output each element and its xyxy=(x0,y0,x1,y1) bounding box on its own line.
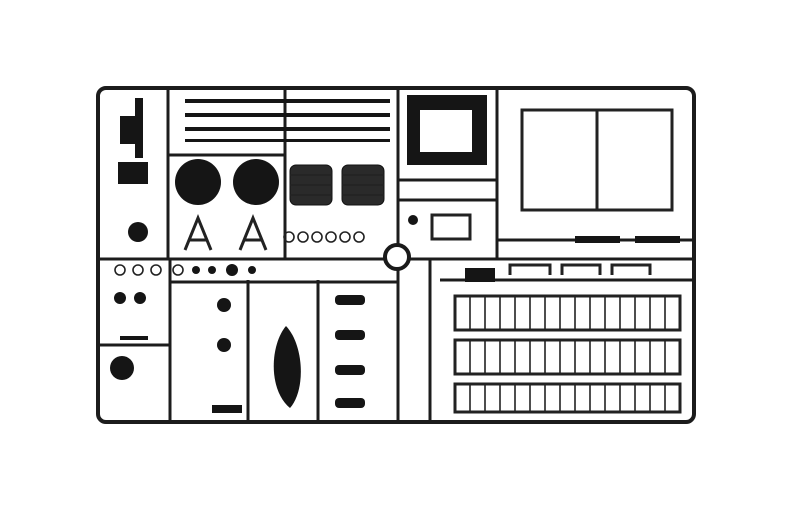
hull-part xyxy=(273,326,301,408)
ladder-rail xyxy=(453,338,682,376)
ladder-rail xyxy=(453,382,682,414)
bracket-part xyxy=(430,213,472,241)
knob-part xyxy=(408,215,418,225)
drum-part xyxy=(233,159,279,205)
a-frame-part xyxy=(238,214,268,251)
block-part xyxy=(465,268,495,282)
ladder-rail xyxy=(453,294,682,332)
ring-parts xyxy=(283,231,365,243)
small-bracket-parts xyxy=(508,236,680,275)
drum-part xyxy=(175,159,221,205)
spring-part xyxy=(289,164,385,206)
gauge-parts xyxy=(114,264,256,276)
a-frame-part xyxy=(183,214,213,251)
sprue-center-ring xyxy=(383,243,411,271)
rod-parts xyxy=(185,99,390,142)
bracket-parts xyxy=(110,98,148,380)
ladder-parts xyxy=(453,294,682,414)
sprue-frame xyxy=(96,86,696,424)
box-part-inner xyxy=(420,110,472,152)
cylinder-parts xyxy=(212,295,365,413)
